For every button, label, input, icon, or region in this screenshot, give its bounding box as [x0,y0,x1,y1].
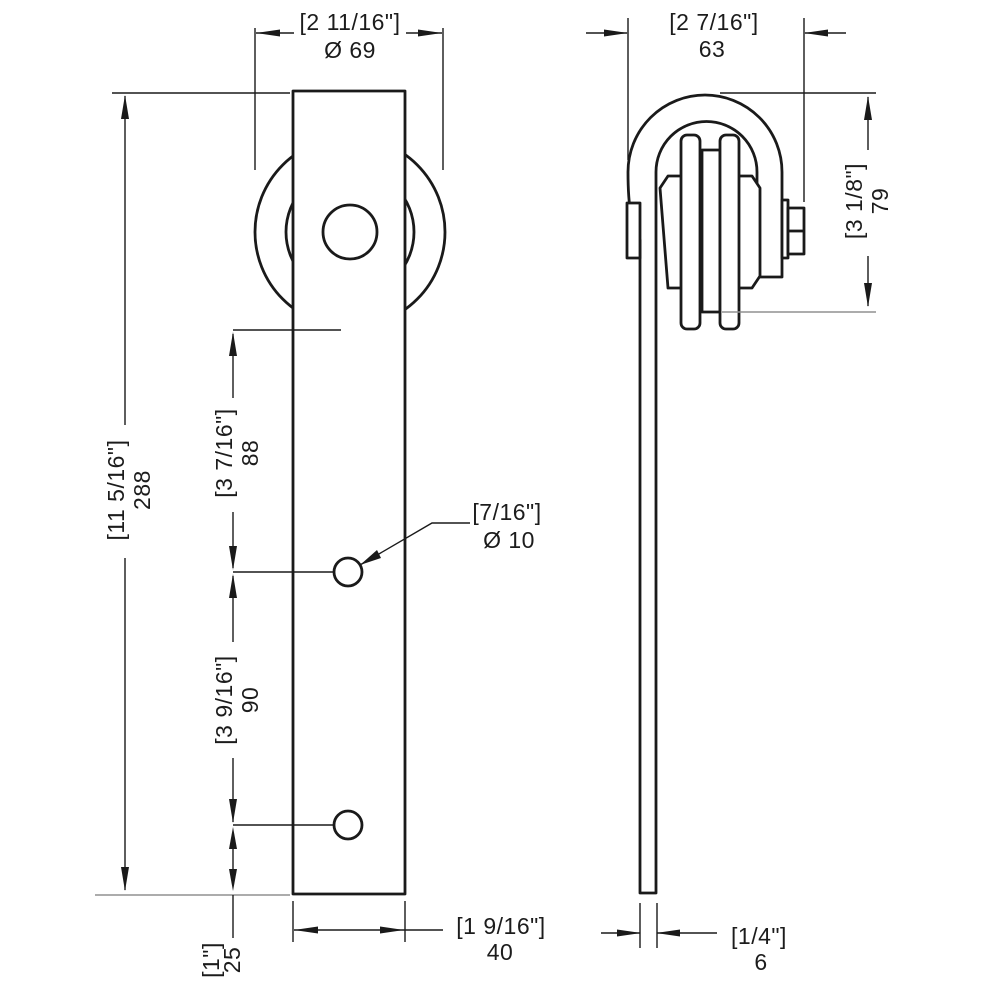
front-width-imperial-label: [2 11/16"] [300,9,401,35]
side-width-metric-label: 63 [699,36,726,62]
dimension-front-overall-width: [2 11/16"] Ø 69 [254,9,444,170]
dimension-wheel-to-hole: [3 7/16"] 88 [211,332,334,573]
wheel-to-hole-imperial-label: [3 7/16"] [211,408,237,497]
side-width-imperial-label: [2 7/16"] [669,9,758,35]
strap-width-metric-label: 40 [487,939,514,965]
hole-diameter-metric-label: Ø 10 [483,527,535,553]
front-width-metric-label: Ø 69 [324,37,376,63]
strap-width-imperial-label: [1 9/16"] [456,913,545,939]
strap-thickness-metric-label: 6 [754,949,767,975]
dimension-front-overall-height: [11 5/16"] 288 [95,92,290,896]
axle-hole [321,203,379,261]
strap-thickness-imperial-label: [1/4"] [731,923,787,949]
wheel-tread [700,148,722,314]
bottom-offset-metric-label: 25 [219,947,245,974]
hole-diameter-imperial-label: [7/16"] [472,499,541,525]
wheel-flange-left [679,133,702,331]
dimension-hole-to-hole: [3 9/16"] 90 [211,574,334,826]
axle-end-tab [625,201,642,260]
bottom-offset-imperial-label: [1"] [198,942,224,978]
roller-height-imperial-label: [3 1/8"] [841,163,867,239]
callout-hole-diameter: [7/16"] Ø 10 [359,499,541,566]
side-view [625,93,806,895]
dimension-roller-height: [3 1/8"] 79 [720,92,893,313]
dimension-strap-thickness: [1/4"] 6 [601,903,787,975]
wheel-flange-right [718,133,741,331]
u-strap-side [626,93,784,895]
wheel-to-hole-metric-label: 88 [237,440,263,467]
dimension-side-overall-depth: [2 7/16"] 63 [586,9,846,202]
dimension-bottom-offset: [1"] 25 [198,827,245,978]
front-view [233,89,447,896]
roller-height-metric-label: 79 [867,188,893,215]
front-height-imperial-label: [11 5/16"] [103,440,129,541]
hole-spacing-imperial-label: [3 9/16"] [211,655,237,744]
mounting-hole-upper [332,556,364,588]
front-height-metric-label: 288 [129,470,155,510]
dimension-strap-width: [1 9/16"] 40 [292,901,545,965]
mounting-hole-lower [332,809,364,841]
hole-spacing-metric-label: 90 [237,687,263,714]
